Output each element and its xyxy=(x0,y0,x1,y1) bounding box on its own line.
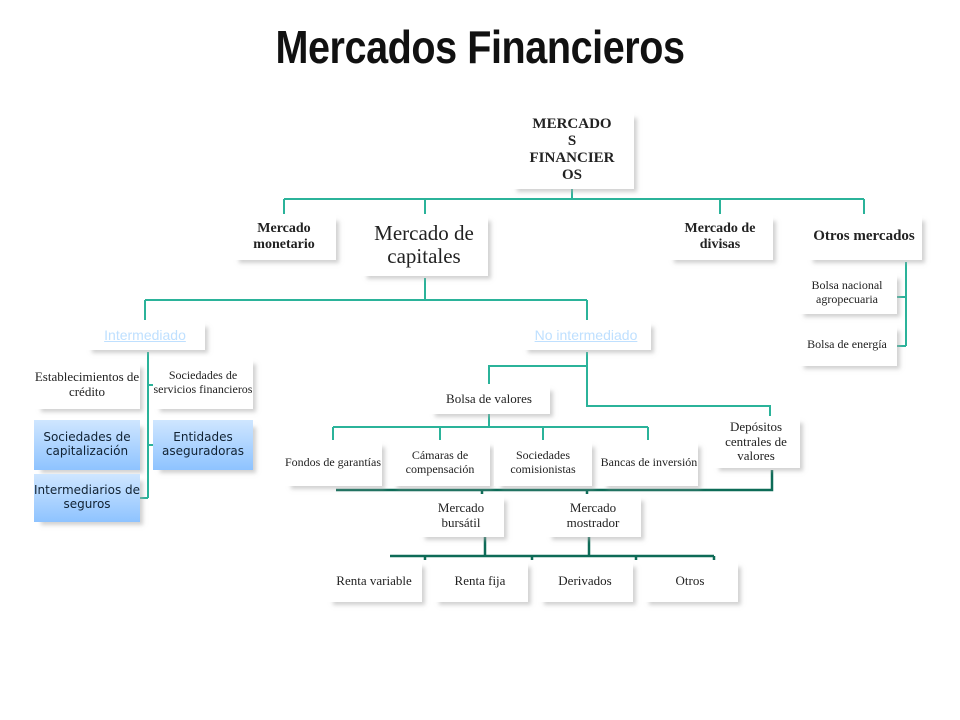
node-otros-mercados: Otros mercados xyxy=(806,214,922,260)
node-mercado-divisas: Mercado de divisas xyxy=(667,214,773,260)
node-otros: Otros xyxy=(642,560,738,602)
node-derivados: Derivados xyxy=(537,560,633,602)
node-depositos-centrales: Depósitos centrales de valores xyxy=(712,416,800,468)
node-mercado-capitales: Mercado de capitales xyxy=(360,214,488,276)
node-renta-fija: Renta fija xyxy=(432,560,528,602)
node-intermediarios-seguros: Intermediarios de seguros xyxy=(34,474,140,522)
node-fondos-garantias: Fondos de garantías xyxy=(284,440,382,486)
node-renta-variable: Renta variable xyxy=(326,560,422,602)
node-mercado-bursatil: Mercado bursátil xyxy=(418,494,504,537)
root-line-2: S xyxy=(567,132,577,149)
page-title: Mercados Financieros xyxy=(275,21,685,73)
node-mercado-monetario: Mercado monetario xyxy=(232,214,336,260)
node-sociedades-servicios: Sociedades de servicios financieros xyxy=(153,357,253,409)
root-line-4: OS xyxy=(561,167,582,184)
node-mercado-mostrador: Mercado mostrador xyxy=(545,494,641,537)
node-intermediado[interactable]: Intermediado xyxy=(85,320,205,350)
root-line-3: FINANCIER xyxy=(529,150,615,166)
root-node-mercados-financieros: MERCADO S FINANCIER OS xyxy=(510,111,634,189)
node-entidades-aseguradoras: Entidades aseguradoras xyxy=(153,420,253,470)
node-sociedades-comisionistas: Sociedades comisionistas xyxy=(494,440,592,486)
node-establecimientos-credito: Establecimientos de crédito xyxy=(34,361,140,409)
node-camaras-compensacion: Cámaras de compensación xyxy=(390,440,490,486)
node-bolsa-agropecuaria: Bolsa nacional agropecuaria xyxy=(797,272,897,314)
node-sociedades-capitalizacion: Sociedades de capitalización xyxy=(34,420,140,470)
node-bolsa-de-valores: Bolsa de valores xyxy=(428,384,550,414)
node-bancas-inversion: Bancas de inversión xyxy=(600,440,698,486)
node-no-intermediado[interactable]: No intermediado xyxy=(521,320,651,350)
root-line-1: MERCADO xyxy=(532,115,612,132)
node-bolsa-energia: Bolsa de energía xyxy=(797,324,897,366)
